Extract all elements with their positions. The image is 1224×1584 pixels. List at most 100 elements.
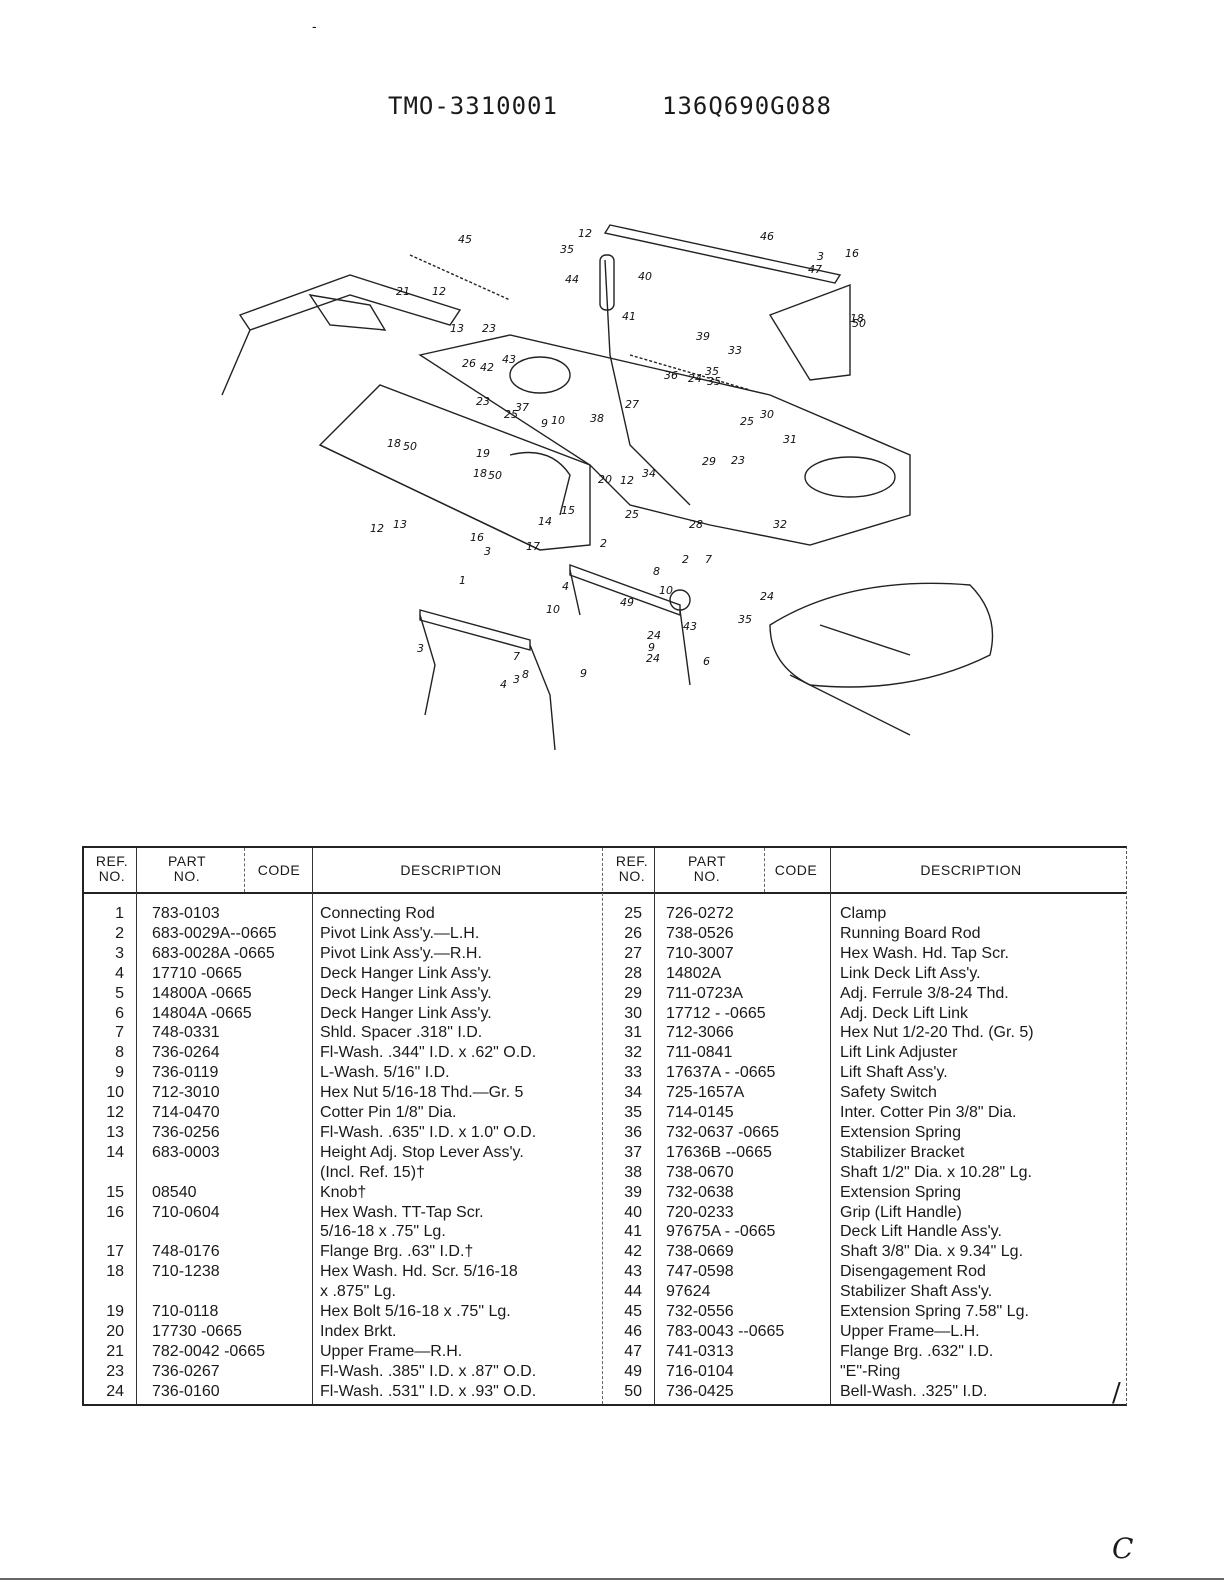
part-number: 783-0043 --0665	[666, 1322, 785, 1340]
part-description: Hex Bolt 5/16-18 x .75" Lg.	[320, 1303, 511, 1320]
part-number: 14800A -0665	[152, 984, 252, 1002]
ref-number: 28	[624, 964, 642, 982]
header-code-right: CODE	[774, 862, 818, 878]
part-description: Grip (Lift Handle)	[840, 1203, 962, 1221]
part-description: x .875" Lg.	[320, 1283, 396, 1301]
part-number: 741-0313	[666, 1342, 734, 1360]
ref-number: 3	[115, 944, 124, 962]
callout-label: 10	[546, 603, 560, 616]
callout-label: 9	[541, 417, 548, 430]
callout-label: 28	[689, 518, 703, 531]
callout-label: 7	[705, 553, 712, 566]
ref-number: 38	[624, 1163, 642, 1181]
part-description: Adj. Ferrule 3/8-24 Thd.	[840, 984, 1009, 1002]
column-divider	[764, 848, 765, 892]
part-description: Stabilizer Bracket	[840, 1143, 965, 1161]
part-number: 712-3066	[666, 1024, 734, 1042]
callout-label: 13	[450, 322, 464, 335]
part-number: 726-0272	[666, 905, 734, 922]
header-code: CODE	[257, 862, 301, 878]
callout-label: 9	[580, 667, 587, 680]
part-description: Upper Frame—L.H.	[840, 1322, 980, 1340]
ref-number: 13	[106, 1123, 124, 1141]
callout-label: 15	[561, 504, 575, 517]
part-description: Pivot Link Ass'y.—R.H.	[320, 944, 482, 962]
callout-label: 33	[728, 344, 742, 357]
part-description: Deck Hanger Link Ass'y.	[320, 984, 492, 1002]
callout-label: 44	[565, 273, 579, 286]
part-description: Shaft 1/2" Dia. x 10.28" Lg.	[840, 1163, 1032, 1181]
part-number: 14802A	[666, 964, 722, 982]
callout-label: 50	[488, 469, 502, 482]
part-description: Hex Wash. TT-Tap Scr.	[320, 1203, 484, 1221]
callout-label: 23	[482, 322, 496, 335]
part-description: Deck Hanger Link Ass'y.	[320, 1004, 492, 1022]
column-divider	[602, 848, 603, 1404]
chassis-body	[418, 334, 911, 546]
callout-label: 35	[560, 243, 574, 256]
column-divider	[312, 848, 313, 1404]
ref-number: 7	[115, 1024, 124, 1042]
part-number: 714-0145	[666, 1104, 734, 1121]
part-description: Inter. Cotter Pin 3/8" Dia.	[840, 1104, 1017, 1121]
part-number: 716-0104	[666, 1362, 734, 1380]
part-number: 736-0119	[152, 1064, 219, 1082]
part-description: Deck Hanger Link Ass'y.	[320, 964, 492, 982]
part-description: Bell-Wash. .325" I.D.	[840, 1382, 988, 1400]
part-description: Hex Wash. Hd. Scr. 5/16-18	[320, 1263, 518, 1281]
table-row: (Incl. Ref. 15)†	[84, 1163, 1126, 1183]
part-number: 720-0233	[666, 1203, 734, 1221]
callout-label: 32	[773, 518, 787, 531]
part-description: Upper Frame—R.H.	[320, 1342, 463, 1360]
part-description: Cotter Pin 1/8" Dia.	[320, 1104, 457, 1121]
extension-spring-39	[629, 354, 751, 391]
ref-number: 46	[624, 1322, 642, 1340]
callout-label: 49	[620, 596, 634, 609]
part-description: Shld. Spacer .318" I.D.	[320, 1024, 483, 1042]
ref-number: 27	[624, 944, 642, 962]
callout-label: 9	[648, 641, 655, 654]
callout-label: 12	[620, 474, 634, 487]
upper-frame-lh	[603, 224, 842, 284]
callout-label: 10	[659, 584, 673, 597]
index-bracket	[509, 451, 571, 516]
ref-number: 33	[624, 1064, 642, 1082]
ref-number: 49	[624, 1362, 642, 1380]
ref-number: 30	[624, 1004, 642, 1022]
pivot-link-lh	[419, 609, 531, 651]
callout-label: 37	[515, 401, 529, 414]
part-description: Hex Nut 5/16-18 Thd.—Gr. 5	[320, 1084, 524, 1102]
callout-label: 50	[852, 317, 866, 330]
ref-number: 19	[106, 1303, 124, 1320]
callout-label: 29	[702, 455, 716, 468]
deck-lift-handle	[604, 259, 691, 506]
callout-label: 19	[476, 447, 490, 460]
callout-label: 4	[562, 580, 569, 593]
part-number: 17712 - -0665	[666, 1004, 766, 1022]
part-description: Lift Shaft Ass'y.	[840, 1064, 948, 1082]
page-bottom-rule	[0, 1578, 1224, 1580]
callout-label: 18	[850, 312, 864, 325]
ref-number: 15	[106, 1183, 124, 1201]
